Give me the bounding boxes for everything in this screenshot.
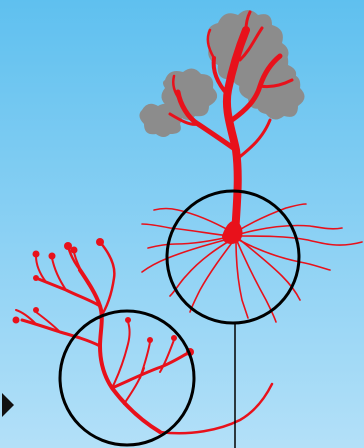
triangle-right-icon[interactable]	[0, 390, 16, 420]
